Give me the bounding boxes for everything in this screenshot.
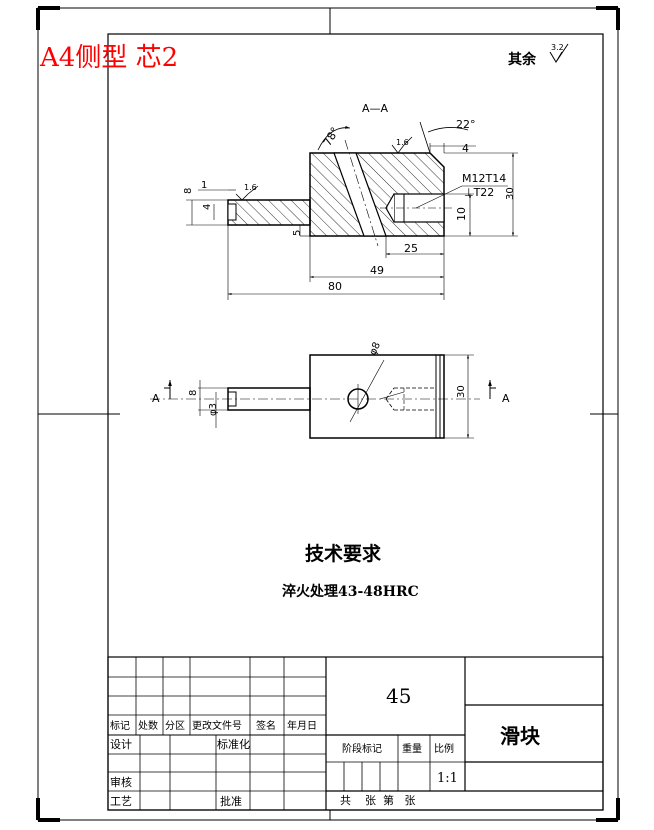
sheet-count: 共 张 第 张 [340, 793, 415, 807]
header-label: A4侧型 芯2 [39, 43, 178, 73]
weight-label: 重量 [402, 742, 422, 755]
requirements-item: 淬火处理43-48HRC [282, 583, 419, 600]
roughness-top-label: 1.6 [396, 138, 409, 147]
title-block-text: 45 滑块 标记 处数 分区 更改文件号 签名 年月日 设计 标准化 审核 工艺… [110, 684, 541, 808]
thread-spec: M12T14 [462, 172, 506, 185]
surface-finish-text: 其余 [508, 51, 537, 68]
approve-label: 批准 [220, 794, 242, 808]
roughness-left-icon [235, 185, 259, 201]
dim-49: 49 [370, 264, 384, 277]
dim-80: 80 [328, 280, 342, 293]
dim-30-plan: 30 [456, 385, 467, 398]
surface-finish-note: 其余 3.2 [508, 43, 569, 68]
material-label: 45 [386, 684, 411, 708]
title-block [107, 656, 604, 811]
header-col-3: 更改文件号 [192, 719, 242, 732]
header-col-5: 年月日 [287, 719, 317, 732]
roughness-symbol-icon [549, 43, 569, 63]
standardize-label: 标准化 [217, 737, 250, 751]
angle-22-label: 22° [456, 118, 476, 131]
stage-mark-label: 阶段标记 [342, 742, 382, 755]
dim-4-left: 4 [202, 204, 213, 210]
process-label: 工艺 [110, 795, 132, 808]
surface-finish-value: 3.2 [551, 43, 564, 52]
scale-value: 1:1 [437, 771, 458, 786]
plan-view: φ8 8 φ3 30 A A [150, 341, 510, 439]
body-plan [309, 354, 445, 439]
design-label: 设计 [110, 738, 132, 751]
scale-label: 比例 [434, 742, 454, 755]
dia-3-label: φ3 [208, 403, 219, 416]
dim-8-left: 8 [183, 188, 194, 194]
hole-spec: ⊥T22 [464, 186, 494, 199]
header-col-0: 标记 [110, 720, 130, 732]
header-col-1: 处数 [138, 719, 158, 732]
review-label: 审核 [110, 775, 132, 789]
requirements-title: 技术要求 [305, 542, 382, 565]
dim-8-plan: 8 [188, 390, 199, 396]
part-name: 滑块 [500, 724, 541, 748]
header-col-4: 签名 [256, 719, 276, 732]
section-mark-right: A [502, 392, 510, 405]
dia-8-label: φ8 [368, 341, 383, 357]
header-col-2: 分区 [165, 720, 185, 732]
roughness-top-icon [391, 136, 413, 154]
dim-10: 10 [455, 207, 468, 221]
section-view-a-a: A—A 78° 22° 1.6 4 30 [183, 102, 518, 300]
section-mark-left: A [152, 392, 160, 405]
roughness-left-label: 1.6 [244, 183, 257, 192]
dim-30-right: 30 [505, 187, 516, 200]
shaft-section [227, 199, 311, 226]
dim-1-left: 1 [201, 180, 207, 191]
dim-25: 25 [404, 242, 418, 255]
dim-5: 5 [292, 230, 303, 236]
section-title: A—A [362, 102, 389, 115]
dim-4-top: 4 [462, 142, 469, 155]
